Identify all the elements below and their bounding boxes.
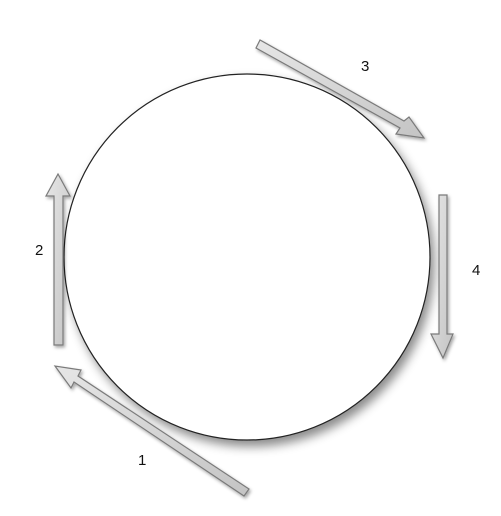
arrow-2 [44, 172, 72, 346]
arrow-1-shape [53, 365, 250, 497]
arrow-3 [255, 39, 426, 139]
arrow-2-shape [44, 172, 72, 346]
arrow-4-label: 4 [472, 262, 480, 279]
arrow-1-label: 1 [138, 452, 146, 469]
central-circle [63, 73, 431, 441]
arrow-1 [53, 365, 250, 497]
arrow-3-shape [255, 39, 426, 139]
arrow-2-label: 2 [35, 242, 43, 259]
arrow-4-shape [430, 194, 454, 360]
arrow-3-label: 3 [361, 58, 369, 75]
arrow-4 [430, 194, 454, 360]
